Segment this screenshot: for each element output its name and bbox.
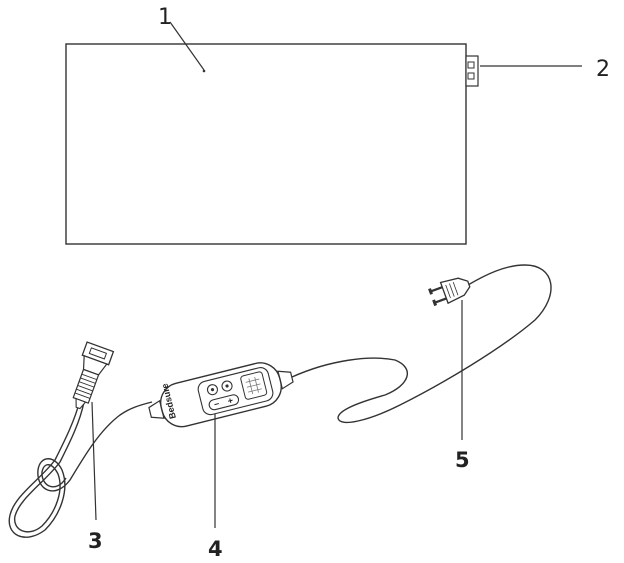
callout-1: 1: [158, 5, 206, 73]
callout-2: 2: [480, 57, 610, 82]
pad-connector: [465, 55, 479, 87]
pad-body: [65, 43, 467, 245]
callout-label-5: 5: [455, 448, 470, 472]
callout-label-1: 1: [158, 5, 172, 30]
callout-label-2: 2: [596, 57, 610, 82]
callout-3: 3: [88, 401, 103, 553]
controller: − + Bedsure: [148, 362, 294, 428]
wall-plug: [428, 277, 471, 307]
level-rocker[interactable]: [208, 394, 240, 411]
callout-label-4: 4: [208, 537, 223, 561]
callout-4: 4: [208, 414, 223, 561]
minus-label: −: [213, 399, 221, 410]
plus-label: +: [227, 395, 235, 406]
power-cord: [8, 264, 552, 538]
callout-5: 5: [455, 300, 470, 472]
heating-pad: [65, 43, 479, 245]
callout-label-3: 3: [88, 529, 103, 553]
pad-plug-end: [72, 341, 115, 410]
